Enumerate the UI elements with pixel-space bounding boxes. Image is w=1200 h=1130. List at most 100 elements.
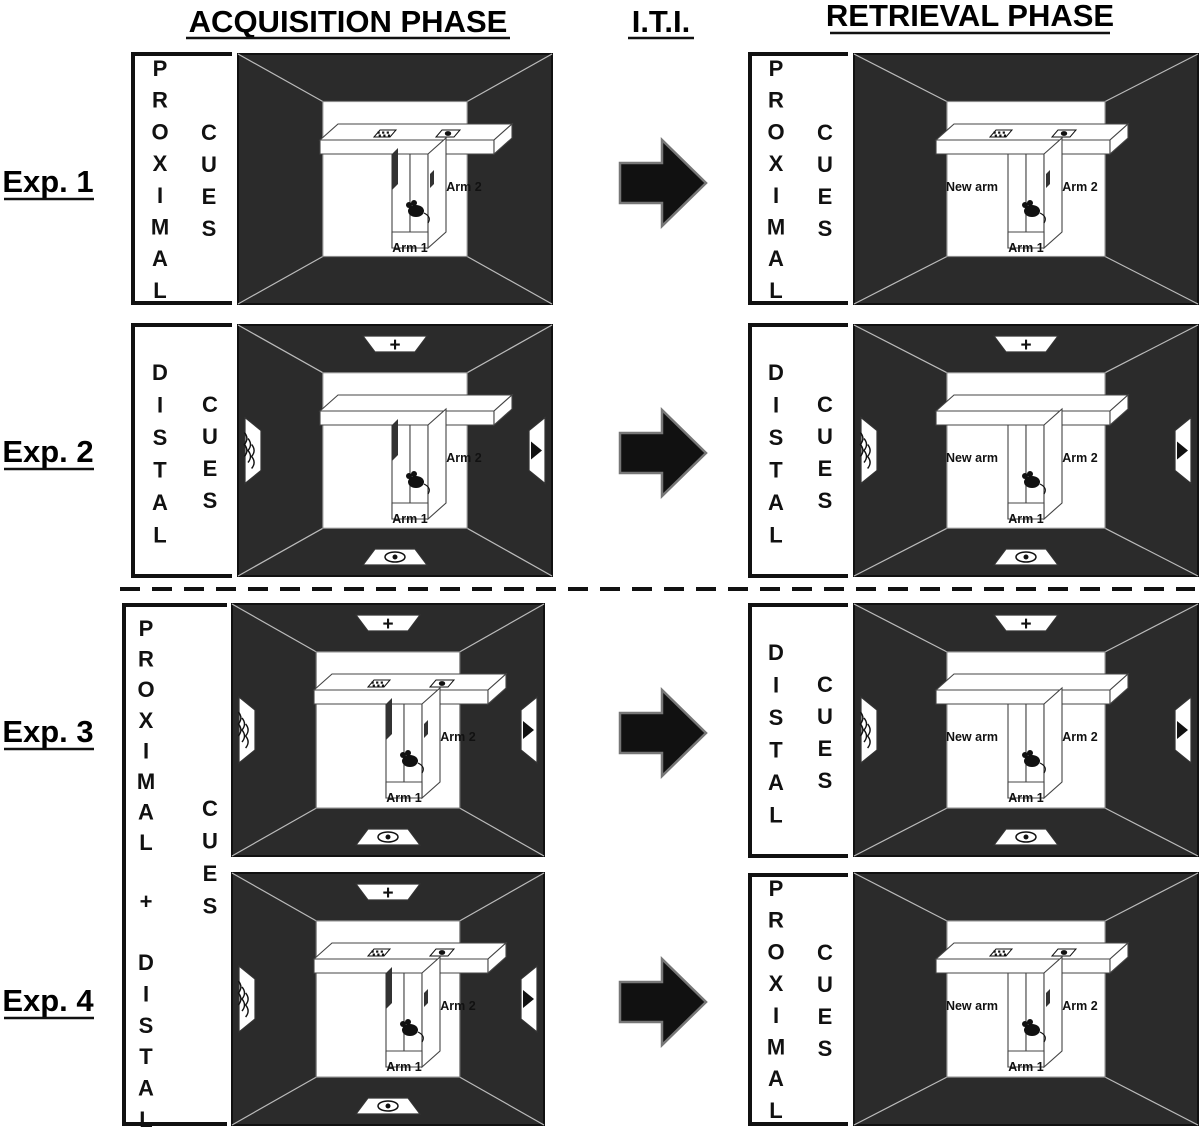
maze-stem-right-wall — [1043, 955, 1063, 1069]
maze-right-end — [1109, 122, 1129, 156]
mouse-ear-icon — [1027, 471, 1033, 477]
mouse-tail-icon — [1039, 483, 1046, 495]
stem-stripe-cue — [1046, 989, 1050, 1007]
proximal-label-ret-exp1-letter: O — [767, 119, 784, 144]
cues-label-acq-exp1-letter: C — [201, 120, 217, 145]
checker-dot-icon — [998, 950, 1001, 953]
proximal-label-ret-exp1-letter: L — [769, 278, 782, 303]
mouse-tail-icon — [1039, 1031, 1046, 1043]
room-corner-edge — [853, 527, 948, 577]
distal-label-ret-exp2-letter: T — [769, 458, 783, 483]
distal-cue-left-panel — [238, 964, 256, 1034]
maze-stem-right-wall — [421, 955, 441, 1069]
cues-label-ret-exp2-letter: E — [818, 456, 833, 481]
distal-cue-wave-icon — [247, 438, 252, 463]
maze-label-arm1: Arm 1 — [392, 512, 427, 526]
iti-arrow — [618, 687, 708, 779]
room-corner-edge — [853, 1076, 948, 1126]
room-corner-edge — [231, 872, 317, 922]
mouse-ear-icon — [405, 1019, 411, 1025]
room-corner-edge — [853, 53, 948, 103]
distal-label-acq-exp2-letter: I — [157, 393, 163, 418]
cues-label-ret-exp3-letter: E — [818, 736, 833, 761]
maze-right-end — [487, 672, 507, 706]
cues-label-acq-exp34-letter: U — [202, 829, 218, 854]
mouse-tail-icon — [417, 1031, 424, 1043]
room-corner-edge — [237, 255, 324, 305]
maze-door — [392, 148, 398, 190]
room-corner-edge — [459, 1076, 545, 1126]
checker-dot-icon — [383, 134, 386, 137]
maze-front-wall — [313, 958, 489, 974]
mouse-ear-icon — [1022, 1021, 1028, 1027]
cues-label-ret-exp1-letter: U — [817, 152, 833, 177]
proximal-label-ret-exp4-letter: R — [768, 908, 784, 933]
maze-label-arm1: Arm 1 — [1008, 241, 1043, 255]
proximal-label-acq-exp1-letter: O — [151, 119, 168, 144]
maze-label-arm1: Arm 1 — [1008, 1060, 1043, 1074]
bracket-acq-exp2 — [131, 323, 232, 578]
proximal-label-acq-exp1-letter: R — [152, 88, 168, 113]
cues-label-acq-exp1-letter: E — [202, 184, 217, 209]
mouse-icon — [1022, 471, 1046, 495]
mouse-ear-icon — [406, 202, 412, 208]
distal-cue-eye-icon — [377, 831, 399, 843]
room-corner-edge — [459, 807, 545, 857]
distal-cues: + — [237, 614, 538, 846]
mouse-icon — [400, 750, 424, 774]
dot-icon — [438, 950, 446, 955]
cues-label-ret-exp3-letter: S — [818, 768, 833, 793]
room-corner-edge — [1104, 255, 1199, 305]
maze-top-surface — [934, 673, 1130, 691]
checker-dot-icon — [1002, 131, 1005, 134]
distal-cue-wave-icon — [237, 711, 242, 737]
maze-label-arm1: Arm 1 — [386, 791, 421, 805]
distal-cue-wave-icon — [241, 986, 246, 1012]
proximal-label-acq-exp1-letter: I — [157, 183, 163, 208]
exp-label-2: Exp. 2 — [2, 434, 93, 469]
distal-label-ret-exp3-letter: A — [768, 770, 784, 795]
mouse-tail-icon — [423, 483, 430, 495]
mouse-ear-icon — [1022, 752, 1028, 758]
exp-label-1: Exp. 1 — [2, 164, 93, 199]
dot-icon — [1060, 131, 1068, 136]
exp-label-4: Exp. 4 — [2, 983, 94, 1018]
distal-label-ret-exp2-letter: S — [769, 425, 784, 450]
bracket-acq-exp34 — [122, 603, 227, 1126]
proximal-label-ret-exp1-letter: A — [768, 246, 784, 271]
distal-label-acq-exp2-letter: D — [152, 360, 168, 385]
maze-top-surface — [318, 394, 514, 412]
proximal-label-ret-exp4-letter: A — [768, 1066, 784, 1091]
maze-door — [386, 698, 392, 740]
cues-label-ret-exp2-letter: C — [817, 392, 833, 417]
mouse-icon — [1022, 750, 1046, 774]
distal-cue-plus-icon: + — [389, 335, 400, 356]
maze-stem-end — [391, 231, 429, 249]
checker-dot-icon — [993, 950, 996, 953]
distal-label-acq-exp34-letter: L — [139, 1107, 152, 1130]
checker-dot-icon — [376, 681, 379, 684]
mouse-body-icon — [1024, 1024, 1040, 1036]
checker-dot-icon — [377, 684, 380, 687]
distal-cue-pupil-icon — [1023, 834, 1029, 840]
proximal-label-acq-exp34-letter: X — [139, 708, 154, 733]
distal-cue-plus-icon: + — [382, 883, 393, 904]
cues-label-acq-exp2-letter: E — [203, 456, 218, 481]
distal-cue-triangle-icon — [1177, 721, 1188, 739]
maze-stem-right-wall — [1043, 136, 1063, 250]
room-corner-edge — [1104, 603, 1199, 653]
cues-label-acq-exp1-letter: U — [201, 152, 217, 177]
cues-label-acq-exp34-letter: S — [203, 894, 218, 919]
proximal-label-acq-exp34-letter: M — [137, 769, 155, 794]
cues-label-ret-exp2-letter: S — [818, 488, 833, 513]
maze-label-new-arm: New arm — [946, 730, 998, 744]
maze-stem-end — [391, 502, 429, 520]
proximal-label-ret-exp1-letter: X — [769, 151, 784, 176]
